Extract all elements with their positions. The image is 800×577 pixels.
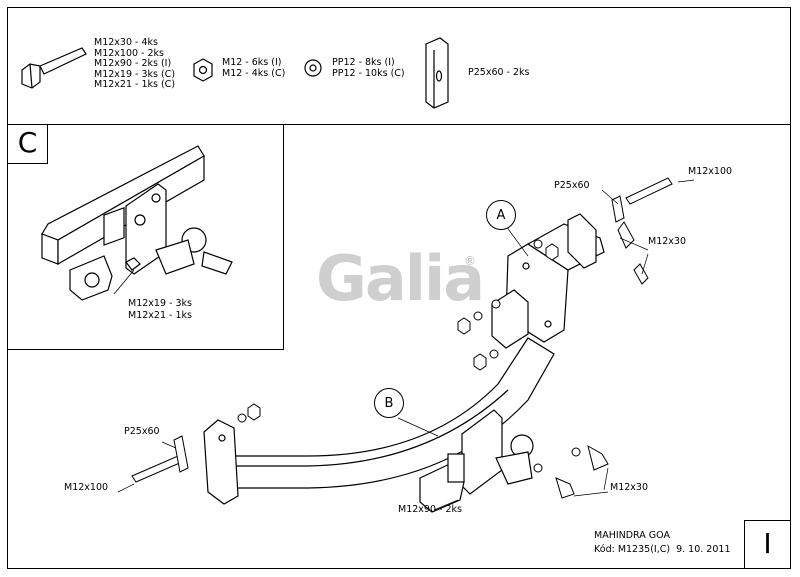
washer-list: PP12 - 8ks (I) PP12 - 10ks (C) xyxy=(332,57,405,79)
label-m12x30-top: M12x30 xyxy=(648,236,686,247)
drawing-code: Kód: M1235(I,C) 9. 10. 2011 xyxy=(594,544,731,555)
plate-icon xyxy=(425,37,449,109)
sheet-label: I xyxy=(744,520,790,568)
nut-icon xyxy=(193,58,213,82)
inset-label: C xyxy=(8,124,48,164)
inset-bolt-label: M12x21 - 1ks xyxy=(128,310,192,321)
callout-b: B xyxy=(374,388,404,418)
nut-line: M12 - 6ks (I) xyxy=(222,57,282,68)
label-p25x60-top: P25x60 xyxy=(554,180,590,191)
parts-list-icons xyxy=(21,37,449,109)
callout-a: A xyxy=(486,200,516,230)
plate-list: P25x60 - 2ks xyxy=(468,67,530,79)
washer-icon xyxy=(304,59,322,77)
plate-line: P25x60 - 2ks xyxy=(468,67,530,78)
parts-divider xyxy=(8,124,790,125)
washer-line: PP12 - 10ks (C) xyxy=(332,67,405,79)
drawing-frame: M12x30 - 4ks M12x100 - 2ks M12x90 - 2ks … xyxy=(7,7,791,569)
label-m12x30-bottom: M12x30 xyxy=(610,482,648,493)
nut-list: M12 - 6ks (I) M12 - 4ks (C) xyxy=(222,57,286,79)
label-m12x90: M12x90 - 2ks xyxy=(398,504,462,515)
bolt-line: M12x90 - 2ks (I) xyxy=(94,58,172,69)
bolt-icon xyxy=(21,47,87,89)
bolt-line: M12x19 - 3ks (C) xyxy=(94,68,176,80)
label-p25x60-left: P25x60 xyxy=(124,426,160,437)
bolt-line: M12x21 - 1ks (C) xyxy=(94,79,176,90)
bolt-line: M12x30 - 4ks xyxy=(94,37,158,48)
inset-bolt-label: M12x19 - 3ks xyxy=(128,298,192,309)
label-m12x100-left: M12x100 xyxy=(64,482,109,493)
registered-mark: ® xyxy=(464,254,476,268)
bolt-list: M12x30 - 4ks M12x100 - 2ks M12x90 - 2ks … xyxy=(94,37,176,91)
bolt-line: M12x100 - 2ks xyxy=(94,47,165,59)
nut-line: M12 - 4ks (C) xyxy=(222,67,286,79)
inset-detail-c: C xyxy=(8,124,284,350)
washer-line: PP12 - 8ks (I) xyxy=(332,57,395,68)
model-name: MAHINDRA GOA xyxy=(594,530,670,541)
main-drawing xyxy=(117,177,695,513)
inset-drawing xyxy=(41,145,233,301)
galia-logo: Galia xyxy=(316,242,485,315)
label-m12x100-top: M12x100 xyxy=(688,166,733,177)
